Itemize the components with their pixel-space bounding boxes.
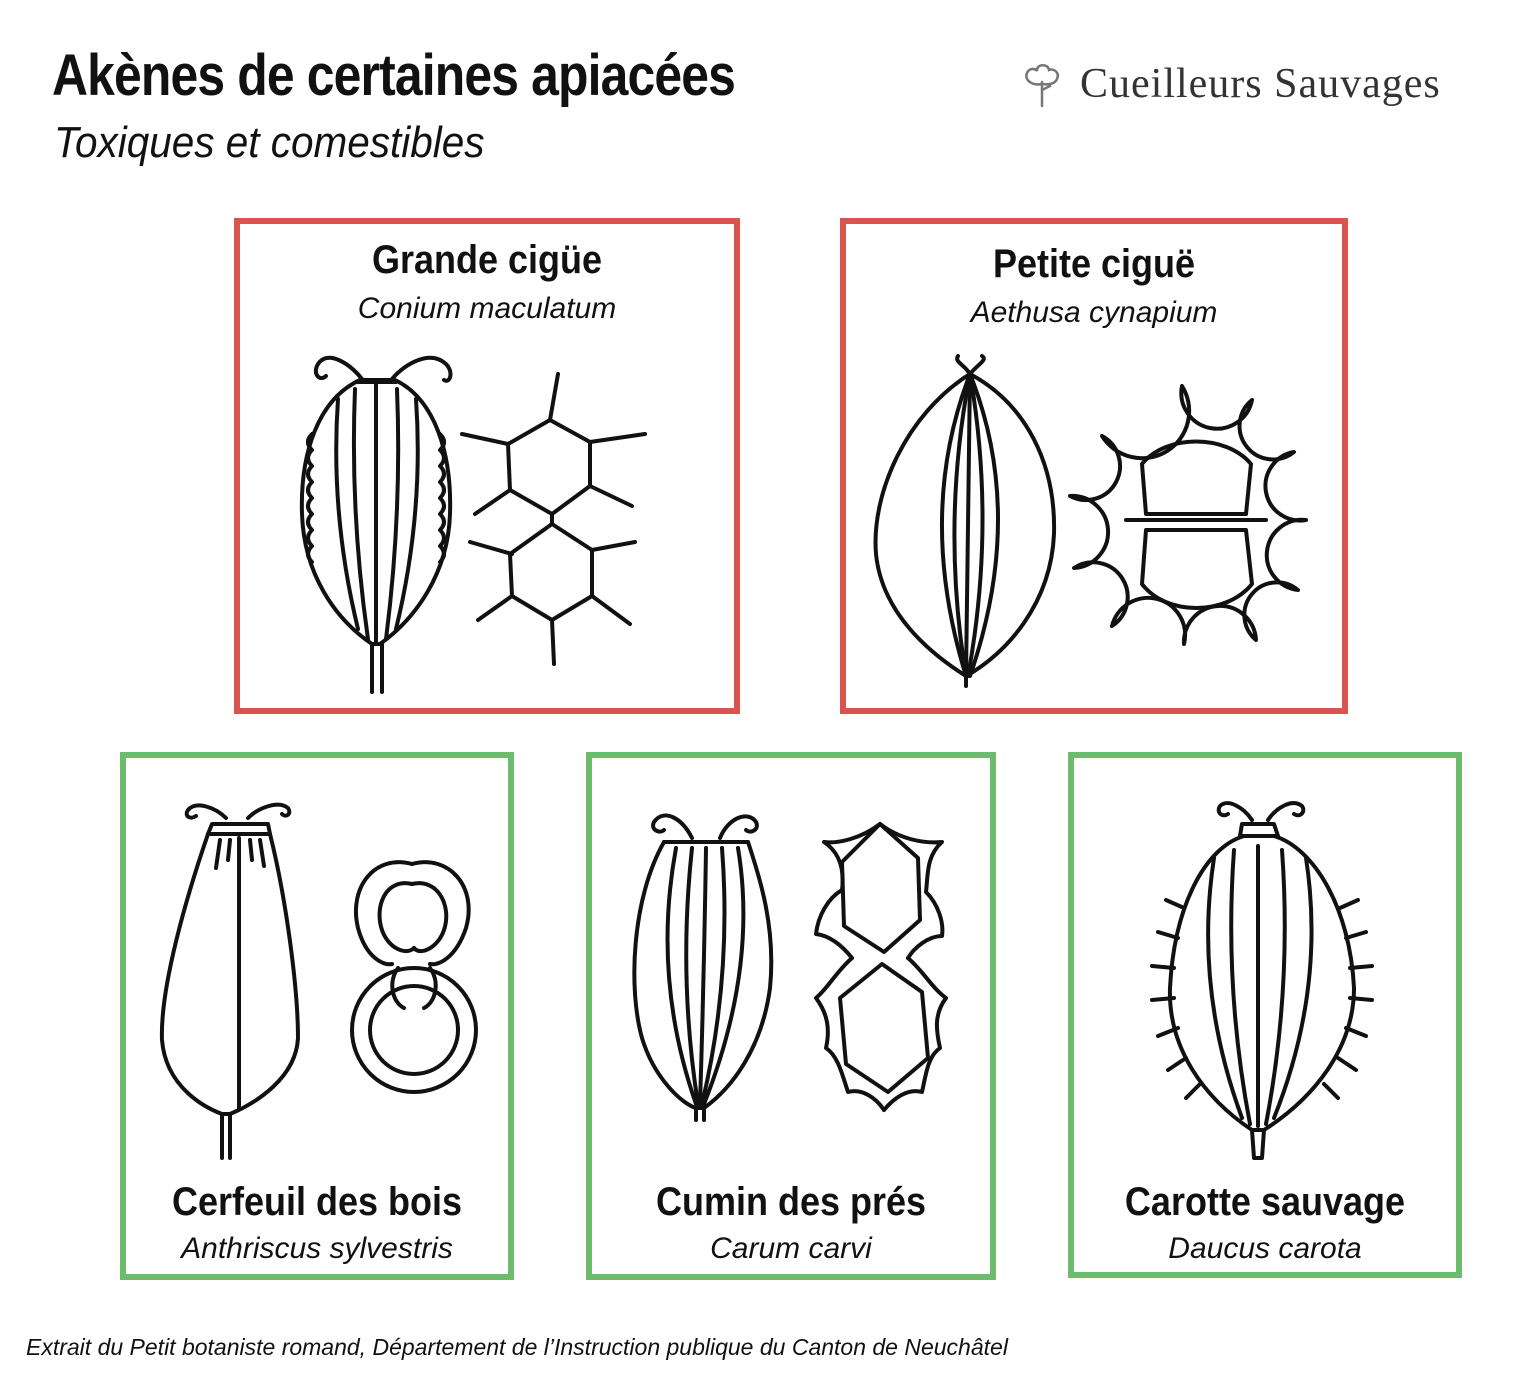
seed-cross-section: [460, 372, 647, 666]
seed-side-view: [1150, 801, 1374, 1160]
seed-cross-section: [814, 822, 948, 1112]
card-latin-name: Daucus carota: [1168, 1232, 1362, 1265]
card-common-name: Grande cigüe: [371, 238, 603, 282]
achene-illustration: [632, 813, 948, 1122]
seed-side-view: [159, 802, 300, 1160]
achene-illustration: [873, 354, 1308, 688]
card-grande-cigue: Grande cigüe Conium maculatum: [234, 218, 740, 714]
card-cumin-des-pres: Cumin des prés Carum carvi: [586, 752, 996, 1280]
seed-side-view: [632, 813, 774, 1122]
page-subtitle: Toxiques et comestibles: [54, 118, 485, 167]
card-cerfeuil-des-bois: Cerfeuil des bois Anthriscus sylvestris: [120, 752, 514, 1280]
card-carotte-sauvage: Carotte sauvage Daucus carota: [1068, 752, 1462, 1278]
card-latin-name: Anthriscus sylvestris: [181, 1232, 453, 1265]
card-common-name: Carotte sauvage: [1124, 1180, 1406, 1224]
source-credit: Extrait du Petit botaniste romand, Dépar…: [26, 1334, 1008, 1360]
achene-illustration: [1150, 801, 1374, 1160]
seed-side-view: [299, 355, 453, 694]
achene-illustration: [299, 355, 647, 694]
card-common-name: Cumin des prés: [655, 1180, 927, 1224]
brand-name: Cueilleurs Sauvages: [1080, 61, 1441, 107]
card-petite-cigue: Petite ciguë Aethusa cynapium: [840, 218, 1348, 714]
card-latin-name: Carum carvi: [710, 1232, 872, 1265]
brand: Cueilleurs Sauvages: [1020, 56, 1441, 112]
card-common-name: Cerfeuil des bois: [171, 1180, 463, 1224]
seed-side-view: [873, 354, 1057, 688]
seed-cross-section: [350, 860, 478, 1094]
page-title: Akènes de certaines apiacées: [52, 43, 736, 108]
card-common-name: Petite ciguë: [992, 242, 1196, 286]
achene-illustration: [159, 802, 478, 1160]
seed-cross-section: [1068, 384, 1308, 646]
card-latin-name: Aethusa cynapium: [970, 296, 1218, 329]
card-latin-name: Conium maculatum: [357, 292, 617, 325]
tree-logo-icon: [1025, 64, 1059, 108]
